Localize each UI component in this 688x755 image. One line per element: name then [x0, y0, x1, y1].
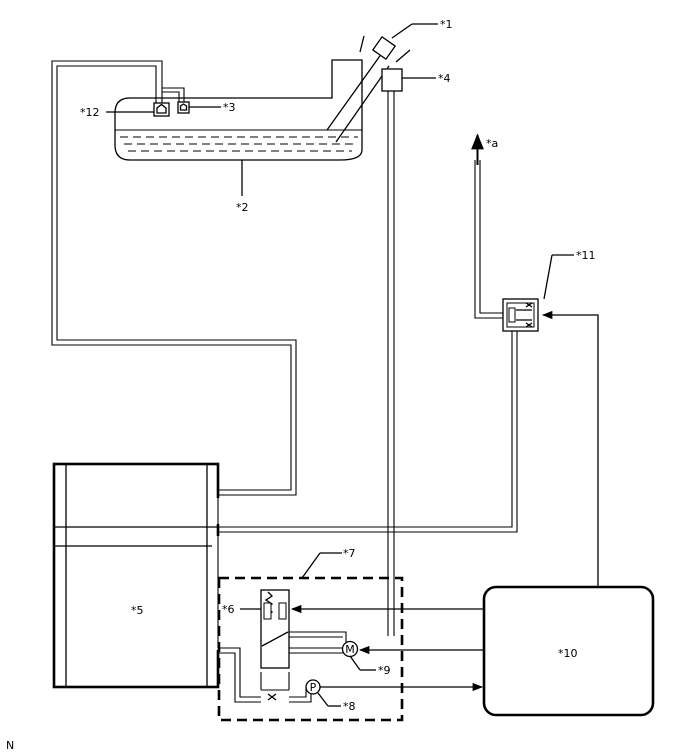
filler-pipe: [326, 35, 411, 143]
callout-6: *6: [222, 603, 235, 616]
callout-7: *7: [343, 547, 356, 560]
vent-line-to-module: [387, 91, 395, 636]
module-piping: [218, 631, 347, 703]
fuel-tank: [114, 59, 363, 161]
callout-4: *4: [438, 72, 451, 85]
callout-2: *2: [236, 201, 249, 214]
callout-12: *12: [80, 106, 100, 119]
cutoff-valve: [153, 102, 170, 117]
callout-5: *5: [131, 604, 144, 617]
pressure-sensor: P: [305, 679, 321, 695]
signal-lines: [290, 310, 599, 692]
pump-symbol: P: [310, 681, 317, 694]
callout-9: *9: [378, 664, 391, 677]
motor-symbol: M: [345, 643, 355, 656]
vapor-line-to-canister: [51, 60, 297, 496]
callout-8: *8: [343, 700, 356, 713]
leak-detection-pump-module: [217, 576, 404, 722]
callout-3: *3: [223, 101, 236, 114]
callout-1: *1: [440, 18, 453, 31]
footer-code: N: [6, 739, 14, 752]
purge-line: [218, 133, 518, 533]
ecm-box: [482, 585, 655, 717]
callout-a: *a: [486, 137, 498, 150]
callout-11: *11: [576, 249, 596, 262]
charcoal-canister: [52, 462, 222, 689]
inlet-valve-box: [381, 68, 403, 92]
callout-10: *10: [558, 647, 578, 660]
fuel-vent-valve: [177, 101, 190, 114]
fuel-liquid: [120, 136, 358, 152]
vent-motor: M: [341, 640, 359, 658]
purge-vsv: [502, 298, 539, 332]
changeover-valve: [260, 589, 290, 669]
leader-lines: [106, 23, 574, 707]
